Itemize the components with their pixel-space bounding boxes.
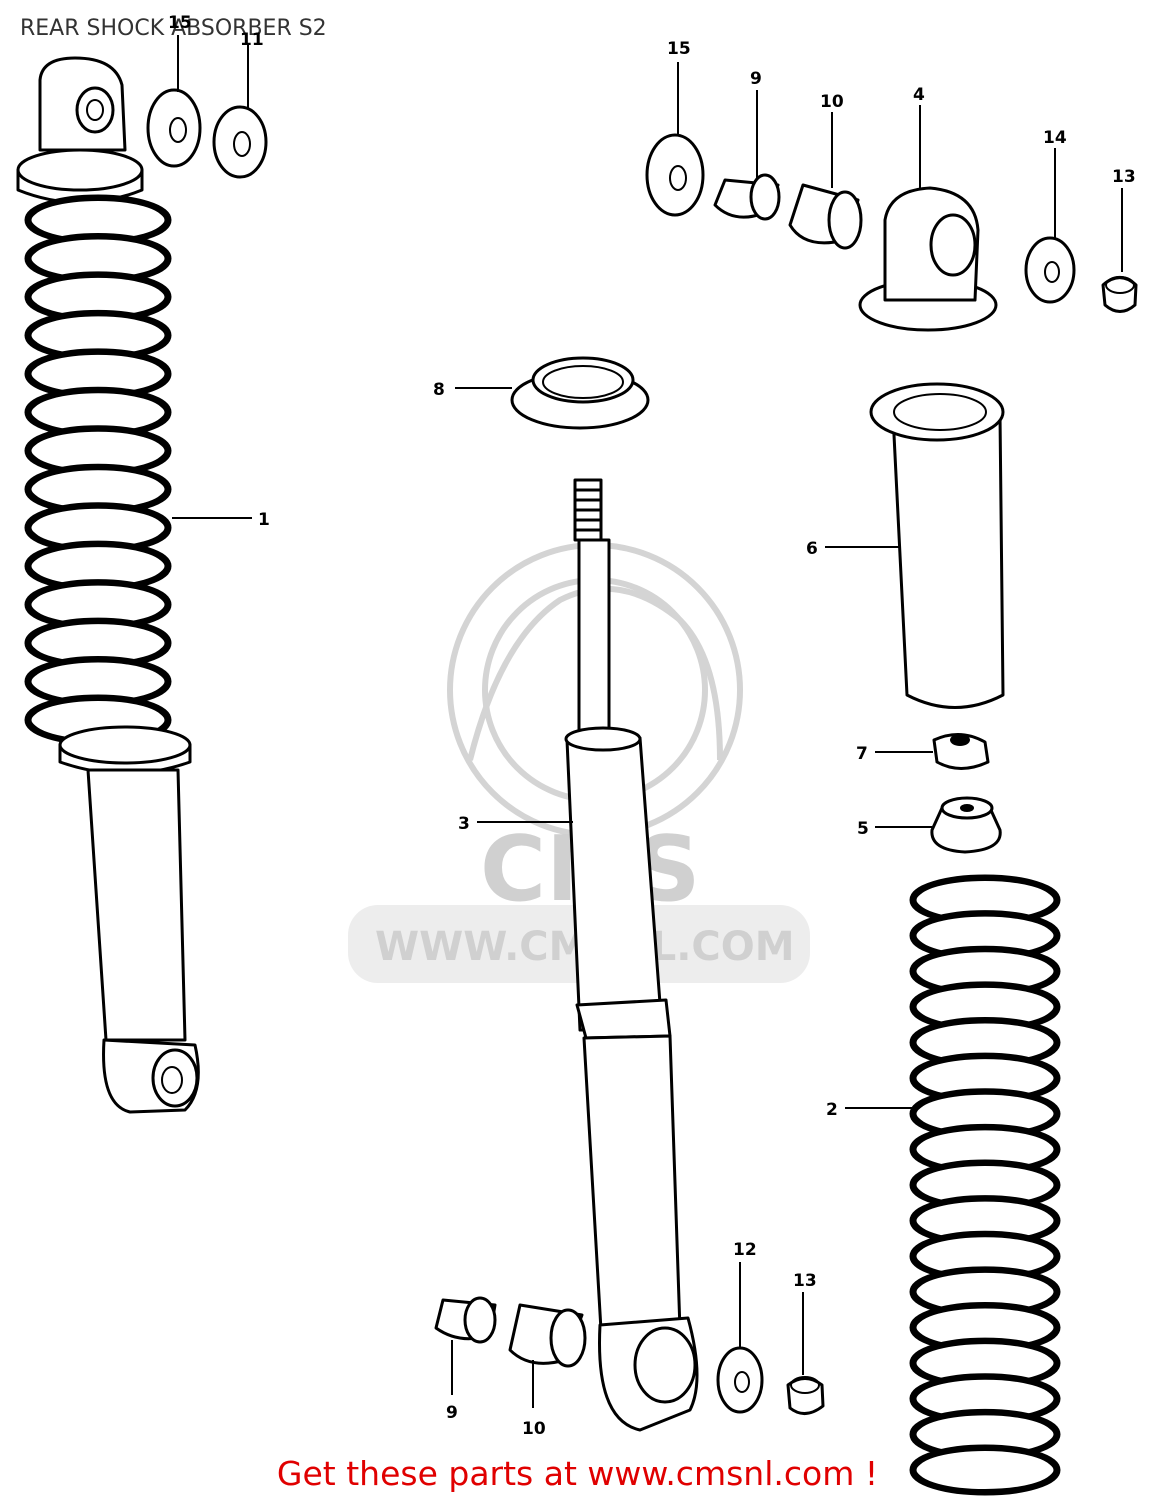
washer-11 (212, 105, 268, 179)
callout-7: 7 (856, 744, 868, 764)
rubber-stopper (932, 733, 990, 770)
callout-10-top: 10 (820, 92, 844, 112)
damper-unit (564, 478, 699, 1432)
spring-seat (510, 356, 650, 430)
leader-lines (172, 35, 1123, 1408)
callout-12: 12 (733, 1240, 757, 1260)
washer-15-left (146, 88, 202, 168)
nut-13-bottom (786, 1376, 825, 1415)
callout-15-right: 15 (667, 39, 691, 59)
callout-9-bottom: 9 (446, 1403, 458, 1423)
callout-3: 3 (458, 814, 470, 834)
washer-14 (1024, 236, 1076, 304)
callout-4: 4 (913, 85, 925, 105)
nut-13-top (1101, 276, 1138, 313)
collar-9-top (713, 173, 781, 221)
callout-6: 6 (806, 539, 818, 559)
bump-rubber (930, 796, 1002, 854)
diagram-title: REAR SHOCK ABSORBER S2 (20, 16, 327, 41)
callout-14: 14 (1043, 128, 1067, 148)
shock-absorber-assembly (16, 56, 200, 1114)
dust-cover (869, 382, 1005, 709)
washer-12 (716, 1346, 764, 1414)
callout-13-top: 13 (1112, 167, 1136, 187)
callout-8: 8 (433, 380, 445, 400)
callout-5: 5 (857, 819, 869, 839)
callout-15-left: 15 (168, 13, 192, 33)
callout-13-bottom: 13 (793, 1271, 817, 1291)
bushing-10-top (788, 183, 863, 250)
callout-9-top: 9 (750, 69, 762, 89)
collar-9-bottom (434, 1296, 497, 1344)
main-spring-coils (909, 874, 1061, 1496)
callout-2: 2 (826, 1100, 838, 1120)
spring-coil-highlight (918, 1451, 1052, 1489)
callout-11: 11 (240, 30, 264, 50)
bushing-10-bottom (508, 1303, 587, 1368)
shock-spring-coils (24, 194, 172, 746)
callout-1: 1 (258, 510, 270, 530)
spring-coil (909, 1444, 1061, 1496)
footer-promo: Get these parts at www.cmsnl.com ! (276, 1454, 879, 1493)
washer-15-right (645, 133, 705, 217)
upper-eye-joint (858, 186, 998, 332)
callout-numbers: 15 11 15 9 10 4 14 13 8 1 6 7 5 3 2 12 1… (168, 13, 1136, 1439)
callout-10-bottom: 10 (522, 1419, 546, 1439)
